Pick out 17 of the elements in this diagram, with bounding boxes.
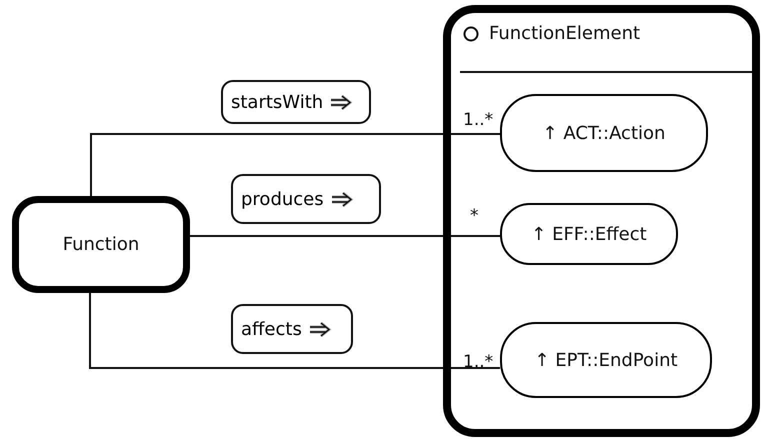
connector-line	[90, 133, 500, 196]
package-frame	[443, 5, 760, 437]
rounded-box	[12, 196, 190, 293]
node-label: Function	[62, 234, 140, 255]
connector-line	[89, 293, 500, 369]
node-label: ↑ EPT::EndPoint	[534, 350, 678, 370]
edge-label: produces	[241, 188, 324, 210]
node-label: ↑ ACT::Action	[542, 122, 666, 144]
multiplicity-label: 1..*	[463, 110, 494, 130]
multiplicity-label: *	[470, 206, 478, 226]
rounded-box	[500, 203, 678, 265]
edge-label: startsWith	[231, 92, 324, 112]
edge-label: affects	[241, 318, 302, 340]
multiplicity-label: 1..*	[463, 352, 494, 372]
node-label: ↑ EFF::Effect	[531, 224, 647, 244]
connector-line	[190, 235, 500, 237]
frame-title: FunctionElement	[489, 23, 640, 44]
